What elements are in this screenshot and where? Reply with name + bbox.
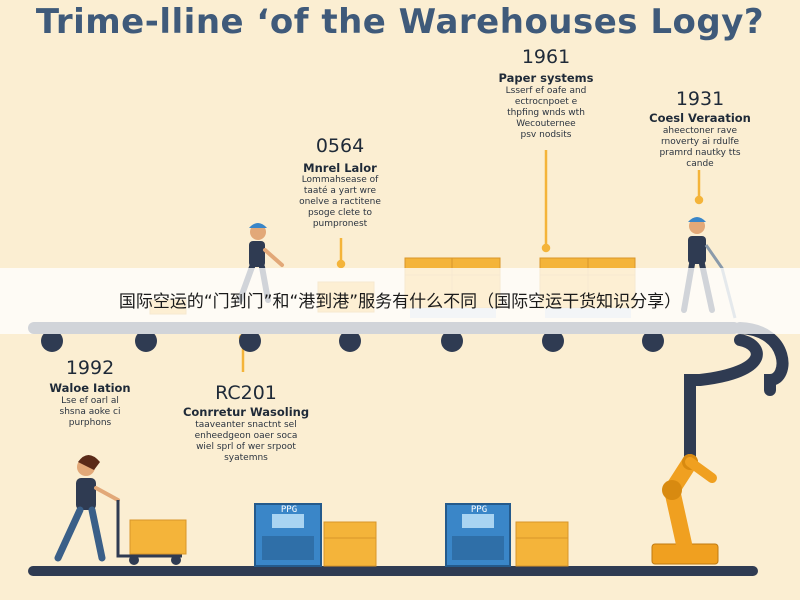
- machine-label: PPG: [470, 505, 488, 515]
- description-line: enheedgeon oaer soca: [194, 431, 298, 441]
- page-title: Trime-lline ‘of the Warehouses Logy?: [35, 2, 765, 42]
- worker-with-hand-truck-icon: [54, 455, 187, 565]
- description-line: ectrocnpoet e: [514, 97, 578, 107]
- milestone-description: aheectoner rave rnoverty ai rdulfe pramr…: [634, 126, 766, 170]
- milestone-description: Lsserf ef oafe and ectrocnpoet e thpfing…: [476, 86, 616, 141]
- cargo-box-icon: [515, 521, 569, 567]
- milestone-description: Lommahsease of taaté a yart wre onelve a…: [278, 175, 402, 230]
- milestone-year: 0564: [315, 135, 365, 157]
- milestone-description: Lse ef oarl al shsna aoke ci purphons: [30, 396, 150, 429]
- sorting-machine-icon: [254, 503, 322, 567]
- description-line: taaté a yart wre: [303, 186, 377, 196]
- milestone-year: RC201: [215, 382, 277, 404]
- robotic-arm-icon: [651, 454, 719, 565]
- machine-label: PPG: [280, 505, 298, 515]
- description-line: pumpronest: [312, 219, 368, 229]
- description-line: Lsserf ef oafe and: [505, 86, 587, 96]
- milestone-heading: Waloe Iation: [49, 381, 131, 395]
- caption-text: 国际空运的“门到门”和“港到港”服务有什么不同（国际空运干货知识分享）: [118, 292, 682, 312]
- description-line: Wecouternee: [516, 119, 576, 129]
- description-line: psv nodsits: [520, 130, 572, 140]
- description-line: Lse ef oarl al: [61, 396, 119, 406]
- description-line: rnoverty ai rdulfe: [660, 137, 740, 147]
- cargo-box-icon: [323, 521, 377, 567]
- milestone-heading: Mnrel Lalor: [303, 161, 377, 175]
- caption-banner: [0, 268, 800, 334]
- milestone-heading: Paper systems: [498, 71, 594, 85]
- description-line: syatemns: [224, 453, 268, 463]
- description-line: shsna aoke ci: [59, 407, 121, 417]
- connector-dot: [336, 259, 346, 269]
- milestone-description: taaveanter snactnt sel enheedgeon oaer s…: [162, 420, 330, 464]
- description-line: Lommahsease of: [301, 175, 379, 185]
- sorting-machine-icon: [445, 503, 511, 567]
- description-line: thpfing wnds wth: [507, 108, 585, 118]
- description-line: purphons: [68, 418, 112, 428]
- description-line: pramrd nautky tts: [659, 148, 741, 158]
- description-line: aheectoner rave: [662, 126, 738, 136]
- description-line: cande: [686, 159, 714, 169]
- milestone-year: 1992: [65, 357, 115, 379]
- milestone-heading: Coesl Veraation: [649, 111, 751, 125]
- description-line: onelve a ractitene: [299, 197, 381, 207]
- milestone-year: 1931: [675, 88, 725, 110]
- description-line: psoge clete to: [308, 208, 372, 218]
- milestone-year: 1961: [521, 46, 571, 68]
- description-line: taaveanter snactnt sel: [195, 420, 297, 430]
- description-line: wiel sprl of wer srpoot: [196, 442, 296, 452]
- milestone-heading: Conrretur Wasoling: [182, 405, 310, 419]
- lower-conveyor: [28, 566, 758, 576]
- connector-dot: [694, 195, 704, 205]
- connector-dot: [541, 243, 551, 253]
